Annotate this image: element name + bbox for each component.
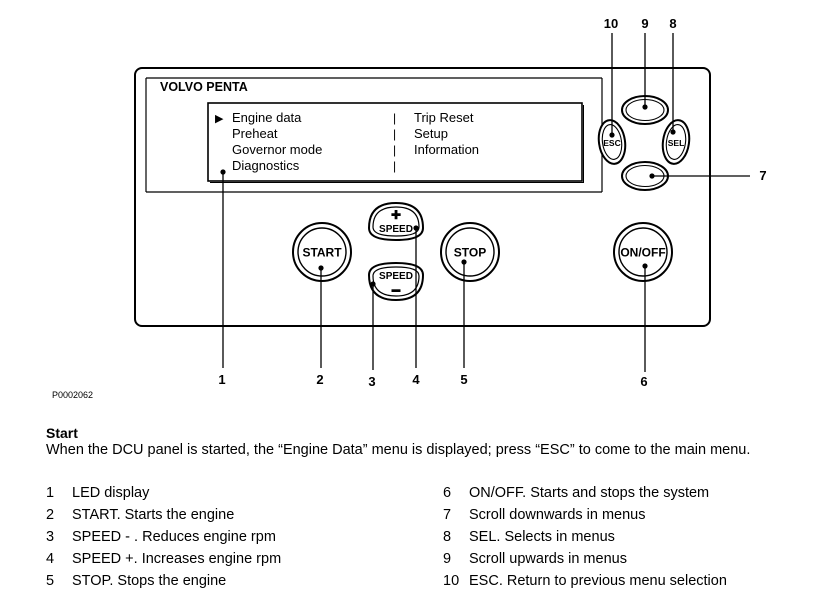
speed-down-button[interactable]: SPEED ▬ [367, 261, 425, 302]
list-item-text: SEL. Selects in menus [469, 529, 615, 545]
callout-3: 3 [368, 374, 375, 389]
callout-6: 6 [640, 374, 647, 389]
section-heading: Start [46, 425, 78, 441]
figure-id: P0002062 [52, 390, 94, 400]
list-item: 5 STOP. Stops the engine [46, 570, 281, 592]
menu-setup[interactable]: Setup [414, 126, 448, 141]
list-item-number: 6 [443, 485, 452, 501]
brand-logo: VOLVO PENTA [160, 80, 248, 94]
on-off-button[interactable]: ON/OFF [613, 222, 673, 282]
menu-diagnostics[interactable]: Diagnostics [232, 158, 300, 173]
sel-button-label: SEL [668, 138, 685, 148]
list-item-text: LED display [72, 485, 150, 501]
menu-trip-reset[interactable]: Trip Reset [414, 110, 474, 125]
list-item-text: Scroll upwards in menus [469, 551, 627, 567]
menu-preheat[interactable]: Preheat [232, 126, 278, 141]
list-item-number: 1 [46, 485, 55, 501]
callout-2: 2 [316, 372, 323, 387]
list-item: 10 ESC. Return to previous menu selection [443, 570, 727, 592]
list-item-number: 5 [46, 573, 55, 589]
list-item-text: ON/OFF. Starts and stops the system [469, 485, 710, 501]
on-off-button-label: ON/OFF [620, 246, 665, 260]
menu-engine-data[interactable]: Engine data [232, 110, 302, 125]
list-item-number: 8 [443, 529, 452, 545]
selected-marker-icon: ▶ [215, 113, 224, 125]
list-item: 8 SEL. Selects in menus [443, 526, 727, 548]
list-item-text: ESC. Return to previous menu selection [469, 573, 727, 589]
minus-icon: ▬ [392, 284, 401, 294]
list-item: 2 START. Starts the engine [46, 504, 281, 526]
menu-separator: | [393, 159, 396, 173]
speed-up-label: SPEED [379, 224, 413, 235]
callout-1: 1 [218, 372, 225, 387]
list-item: 1 LED display [46, 482, 281, 504]
menu-governor-mode[interactable]: Governor mode [232, 142, 322, 157]
list-item-number: 7 [443, 507, 452, 523]
menu-information[interactable]: Information [414, 142, 479, 157]
list-item-text: STOP. Stops the engine [72, 573, 227, 589]
menu-separator: | [393, 111, 396, 125]
list-item: 7 Scroll downwards in menus [443, 504, 727, 526]
stop-button-label: STOP [454, 246, 486, 260]
plus-icon: ✚ [391, 208, 401, 222]
list-item-text: Scroll downwards in menus [469, 507, 646, 523]
start-button[interactable]: START [292, 222, 352, 282]
start-button-label: START [302, 246, 342, 260]
list-item: 6 ON/OFF. Starts and stops the system [443, 482, 727, 504]
callout-7: 7 [759, 168, 766, 183]
menu-separator: | [393, 143, 396, 157]
list-item: 3 SPEED - . Reduces engine rpm [46, 526, 281, 548]
led-display [207, 102, 583, 182]
callout-4: 4 [412, 372, 420, 387]
list-item-number: 4 [46, 551, 55, 567]
legend-list-left: 1 LED display 2 START. Starts the engine 3… [46, 482, 281, 592]
sel-button[interactable]: SEL [660, 118, 692, 165]
list-item-text: START. Starts the engine [72, 507, 235, 523]
section-intro: When the DCU panel is started, the “Engi… [46, 442, 751, 458]
list-item-number: 10 [443, 573, 460, 589]
callout-5: 5 [460, 372, 467, 387]
speed-up-button[interactable]: ✚ SPEED [367, 201, 425, 242]
list-item-text: SPEED - . Reduces engine rpm [72, 529, 276, 545]
callout-8: 8 [669, 16, 676, 31]
callout-10: 10 [604, 16, 618, 31]
dcu-panel-diagram: VOLVO PENTA ▶ Engine data Preheat Govern… [134, 16, 767, 389]
list-item: 4 SPEED +. Increases engine rpm [46, 548, 281, 570]
callout-leaders [222, 33, 750, 372]
list-item-number: 9 [443, 551, 452, 567]
callout-9: 9 [641, 16, 648, 31]
list-item: 9 Scroll upwards in menus [443, 548, 727, 570]
scroll-up-button[interactable] [621, 95, 669, 125]
stop-button[interactable]: STOP [440, 222, 500, 282]
speed-down-label: SPEED [379, 271, 413, 282]
menu-separator: | [393, 127, 396, 141]
list-item-text: SPEED +. Increases engine rpm [72, 551, 282, 567]
leader-dots [220, 104, 676, 287]
esc-button[interactable]: ESC [596, 118, 628, 165]
list-item-number: 3 [46, 529, 55, 545]
esc-button-label: ESC [603, 138, 620, 148]
list-item-number: 2 [46, 507, 55, 523]
